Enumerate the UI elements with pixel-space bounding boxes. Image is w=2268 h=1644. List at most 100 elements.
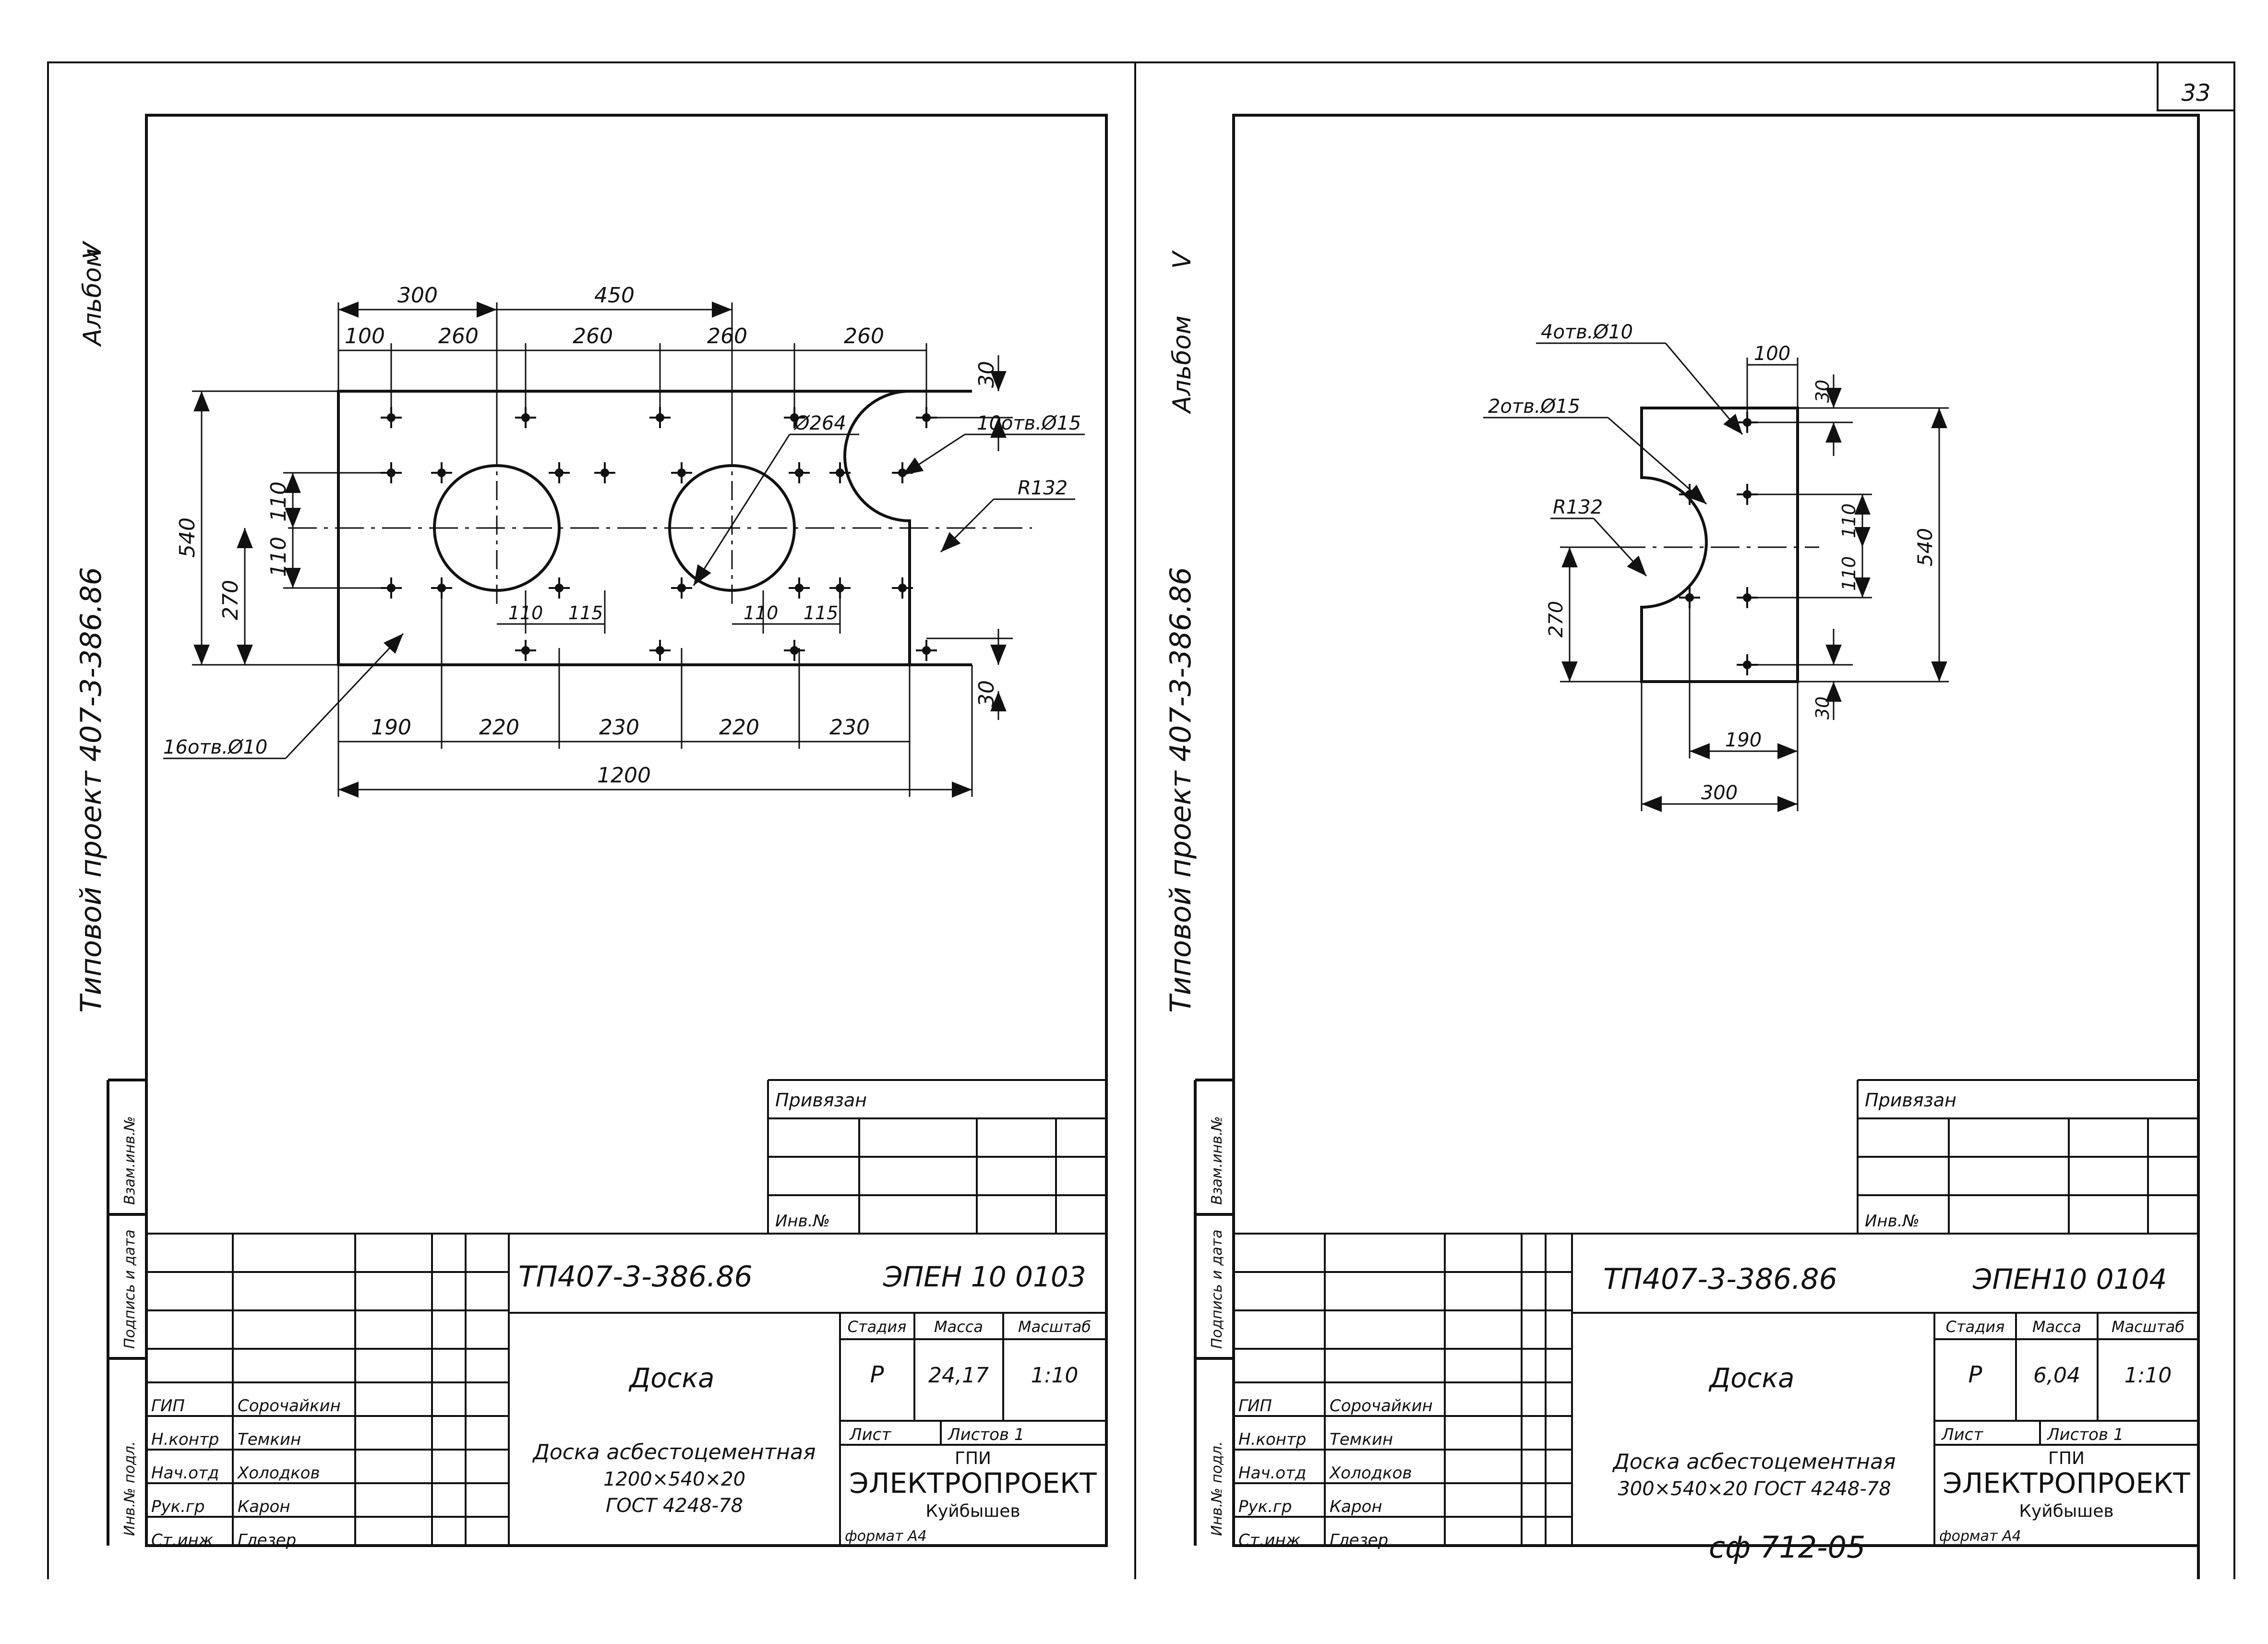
r-side-box-2: Подпись и дата — [1209, 1230, 1225, 1349]
desc-1: Доска асбестоцементная — [532, 1440, 816, 1464]
r-dim-190: 190 — [1725, 729, 1762, 751]
privyazan: Привязан — [775, 1090, 867, 1111]
staff-name: Сорочайкин — [1330, 1396, 1433, 1416]
page-number: 33 — [2181, 80, 2210, 107]
stadiya: Р — [870, 1361, 884, 1388]
dim-540: 540 — [175, 517, 200, 558]
dim-30-top: 30 — [974, 361, 999, 388]
r-privyazan: Привязан — [1865, 1090, 1956, 1111]
massa: 24,17 — [928, 1363, 989, 1388]
dim-inner-115b: 115 — [804, 602, 839, 624]
r-dim-30-bot: 30 — [1812, 696, 1833, 720]
r-org-2: ЭЛЕКТРОПРОЕКТ — [1943, 1467, 2190, 1500]
bottom-code: сф 712-05 — [1709, 1530, 1865, 1565]
left-sheet: 300 450 100 260 260 260 260 190 220 230 … — [74, 114, 1108, 1550]
r-hdr-massa: Масса — [2032, 1318, 2081, 1336]
r-desc-2: 300×540×20 ГОСТ 4248-78 — [1618, 1478, 1891, 1500]
staff-role: Ст.инж — [151, 1531, 214, 1550]
r-inv-no: Инв.№ — [1865, 1212, 1920, 1231]
r-label-holes15: 2отв.Ø15 — [1488, 396, 1580, 418]
r-desc-1: Доска асбестоцементная — [1612, 1450, 1896, 1474]
hole-15-dot — [555, 584, 564, 592]
dim-inner-115a: 115 — [568, 602, 603, 624]
label-hole-dia: Ø264 — [793, 412, 846, 434]
side-project: Типовой проект 407-3-386.86 — [74, 567, 108, 1013]
hdr-massa: Масса — [934, 1318, 983, 1336]
dim-300: 300 — [397, 283, 438, 308]
inv-no: Инв.№ — [775, 1212, 830, 1231]
dim-260-3: 260 — [707, 324, 747, 348]
dim-220-1: 220 — [479, 715, 519, 740]
r-label-holes10: 4отв.Ø10 — [1541, 321, 1633, 343]
r-dim-110a: 110 — [1838, 504, 1860, 539]
staff-name: Темкин — [238, 1430, 301, 1449]
r-org-1: ГПИ — [2048, 1449, 2085, 1468]
staff-name: Сорочайкин — [238, 1396, 341, 1416]
staff-role: Рук.гр — [151, 1497, 204, 1516]
side-box-3: Инв.№ подл. — [121, 1441, 138, 1536]
hole-22-dot — [790, 646, 799, 655]
staff-role: Рук.гр — [1238, 1497, 1292, 1516]
r-side-box-3: Инв.№ подл. — [1209, 1441, 1225, 1536]
desc-2: 1200×540×20 — [603, 1468, 745, 1490]
r-org-3: Куйбышев — [2019, 1501, 2113, 1521]
r-dim-540: 540 — [1913, 528, 1937, 566]
r-side-album-num: V — [1168, 250, 1197, 269]
hole-7-dot — [555, 468, 564, 477]
dim-270: 270 — [218, 580, 243, 620]
r-doc-no: ТП407-3-386.86 — [1603, 1262, 1837, 1296]
hdr-masshtab: Масштаб — [1018, 1318, 1091, 1336]
dim-220-2: 220 — [719, 715, 759, 740]
right-sheet: 4отв.Ø10 2отв.Ø15 R132 100 30 110 110 54… — [1164, 114, 2200, 1579]
staff-name: Глезер — [238, 1531, 296, 1550]
staff-role: Н.контр — [151, 1430, 219, 1449]
staff-name: Темкин — [1330, 1430, 1393, 1449]
dim-230-1: 230 — [599, 715, 639, 740]
r-dim-100: 100 — [1754, 343, 1790, 365]
dim-1200: 1200 — [597, 763, 651, 788]
hole-21-dot — [656, 646, 664, 655]
r-listov: Листов 1 — [2046, 1425, 2124, 1444]
org-1: ГПИ — [955, 1449, 991, 1468]
r-title: Доска — [1708, 1363, 1795, 1394]
side-box-2: Подпись и дата — [121, 1230, 138, 1349]
r-list: Лист — [1941, 1425, 1983, 1444]
side-box-1: Взам.инв.№ — [121, 1116, 138, 1205]
hole-16-dot — [677, 584, 686, 592]
staff-name: Холодков — [1329, 1464, 1412, 1483]
dim-30-bot: 30 — [974, 680, 999, 707]
r-hdr-stadiya: Стадия — [1946, 1318, 2005, 1336]
dim-230-2: 230 — [829, 715, 870, 740]
r-side-project: Типовой проект 407-3-386.86 — [1164, 567, 1198, 1013]
r-dim-110b: 110 — [1838, 556, 1860, 591]
staff-name: Карон — [1330, 1497, 1382, 1516]
hole-18-dot — [836, 584, 844, 592]
list: Лист — [849, 1425, 891, 1444]
dim-450: 450 — [594, 283, 635, 308]
r-label-radius: R132 — [1553, 496, 1603, 518]
r-massa: 6,04 — [2033, 1363, 2080, 1388]
label-holes10: 16отв.Ø10 — [163, 736, 267, 758]
hole-19-dot — [898, 584, 907, 592]
listov: Листов 1 — [947, 1425, 1024, 1444]
dim-inner-110b: 110 — [744, 602, 779, 624]
hole-11-dot — [836, 468, 844, 477]
doc-code: ЭПЕН 10 0103 — [883, 1260, 1086, 1293]
staff-role: ГИП — [1238, 1396, 1272, 1416]
r-masshtab: 1:10 — [2124, 1363, 2172, 1388]
r-dim-270: 270 — [1545, 601, 1567, 637]
org-3: Куйбышев — [925, 1501, 1020, 1521]
desc-3: ГОСТ 4248-78 — [606, 1495, 743, 1517]
r-format: формат А4 — [1939, 1528, 2021, 1545]
hole-20-dot — [521, 646, 530, 655]
staff-role: Н.контр — [1238, 1430, 1306, 1449]
dim-190: 190 — [371, 715, 411, 740]
dim-260-1: 260 — [438, 324, 479, 348]
r-dim-300: 300 — [1701, 782, 1738, 804]
dim-100: 100 — [345, 324, 385, 348]
staff-role: Нач.отд — [1238, 1464, 1306, 1483]
side-album: Альбом — [78, 248, 107, 347]
hole-6-dot — [437, 468, 446, 477]
staff-role: Ст.инж — [1238, 1531, 1301, 1550]
r-side-box-1: Взам.инв.№ — [1209, 1116, 1225, 1205]
